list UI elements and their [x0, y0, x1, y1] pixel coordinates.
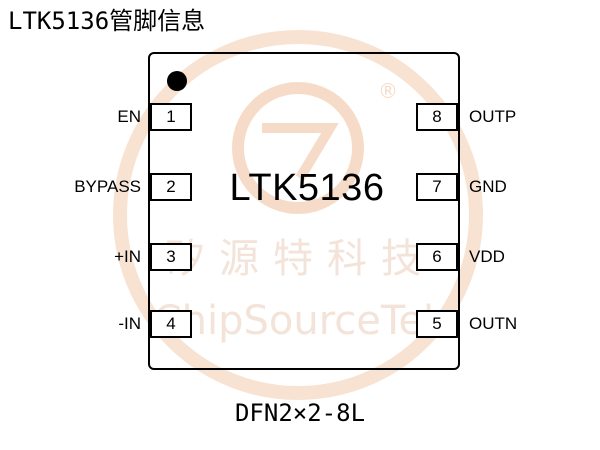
pin-label-vdd: VDD [469, 247, 505, 266]
pin-box-6: 6 [416, 243, 458, 271]
diagram-title: LTK5136管脚信息 [8, 7, 206, 35]
pin-box-1: 1 [150, 103, 192, 131]
pin-box-2: 2 [150, 173, 192, 201]
pin-label-gnd: GND [469, 177, 507, 196]
chip-body [148, 52, 460, 370]
package-name: DFN2×2-8L [234, 399, 366, 427]
pin-label-minus-in: -IN [118, 314, 141, 333]
pin-box-5: 5 [416, 310, 458, 338]
pin-box-8: 8 [416, 103, 458, 131]
pin-box-7: 7 [416, 173, 458, 201]
pin-box-4: 4 [150, 310, 192, 338]
pin-label-outn: OUTN [469, 314, 518, 333]
pin-label-outp: OUTP [469, 107, 517, 126]
pin-label-en: EN [117, 107, 141, 126]
pin1-indicator-dot [167, 71, 187, 91]
part-number: LTK5136 [229, 167, 385, 209]
pin-label-plus-in: +IN [114, 247, 141, 266]
pin-label-bypass: BYPASS [74, 177, 141, 196]
pin-box-3: 3 [150, 243, 192, 271]
